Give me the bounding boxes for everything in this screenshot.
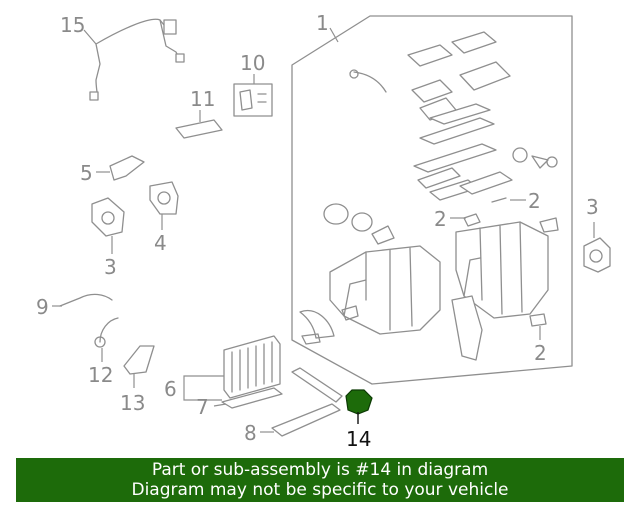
banner-line-1: Part or sub-assembly is #14 in diagram [151, 460, 489, 480]
control-module [233, 83, 273, 117]
hose-9 [59, 293, 113, 307]
part-14-highlight [345, 389, 373, 415]
evaporator-core [223, 335, 281, 399]
heater-case [299, 221, 549, 361]
motor-4 [149, 181, 179, 215]
leader-7 [213, 403, 227, 407]
callout-10: 10 [240, 51, 265, 75]
bracket-13 [123, 345, 155, 375]
callout-2c: 2 [534, 341, 547, 365]
callout-13: 13 [120, 391, 145, 415]
callout-1: 1 [316, 11, 329, 35]
callout-2a: 2 [528, 189, 541, 213]
actuator-left [91, 197, 125, 237]
leader-15 [83, 29, 97, 45]
banner-line-2: Diagram may not be specific to your vehi… [131, 480, 509, 500]
vent-ducts [323, 31, 559, 245]
callout-3a: 3 [104, 255, 117, 279]
wire-harness [89, 18, 185, 101]
callout-12: 12 [88, 363, 113, 387]
leader-1 [329, 27, 339, 43]
callout-7: 7 [196, 395, 209, 419]
assembly-1-frame [291, 15, 573, 385]
seal-7 [221, 387, 283, 409]
callout-9: 9 [36, 295, 49, 319]
callout-3b: 3 [586, 195, 599, 219]
parts-diagram: 1 2 2 [36, 11, 611, 451]
callout-4: 4 [154, 231, 167, 255]
leader-6 [183, 375, 224, 401]
heater-core-8 [271, 403, 341, 437]
callout-14: 14 [346, 427, 371, 451]
callout-15: 15 [60, 13, 85, 37]
callout-8: 8 [244, 421, 257, 445]
actuator-right [583, 237, 611, 273]
callout-5: 5 [80, 161, 93, 185]
callout-2b: 2 [434, 207, 447, 231]
hose-12 [99, 317, 119, 343]
callout-6: 6 [164, 377, 177, 401]
duct-5 [109, 155, 145, 181]
duct-11 [175, 119, 223, 139]
notice-banner: Part or sub-assembly is #14 in diagram D… [16, 458, 624, 502]
callout-11: 11 [190, 87, 215, 111]
